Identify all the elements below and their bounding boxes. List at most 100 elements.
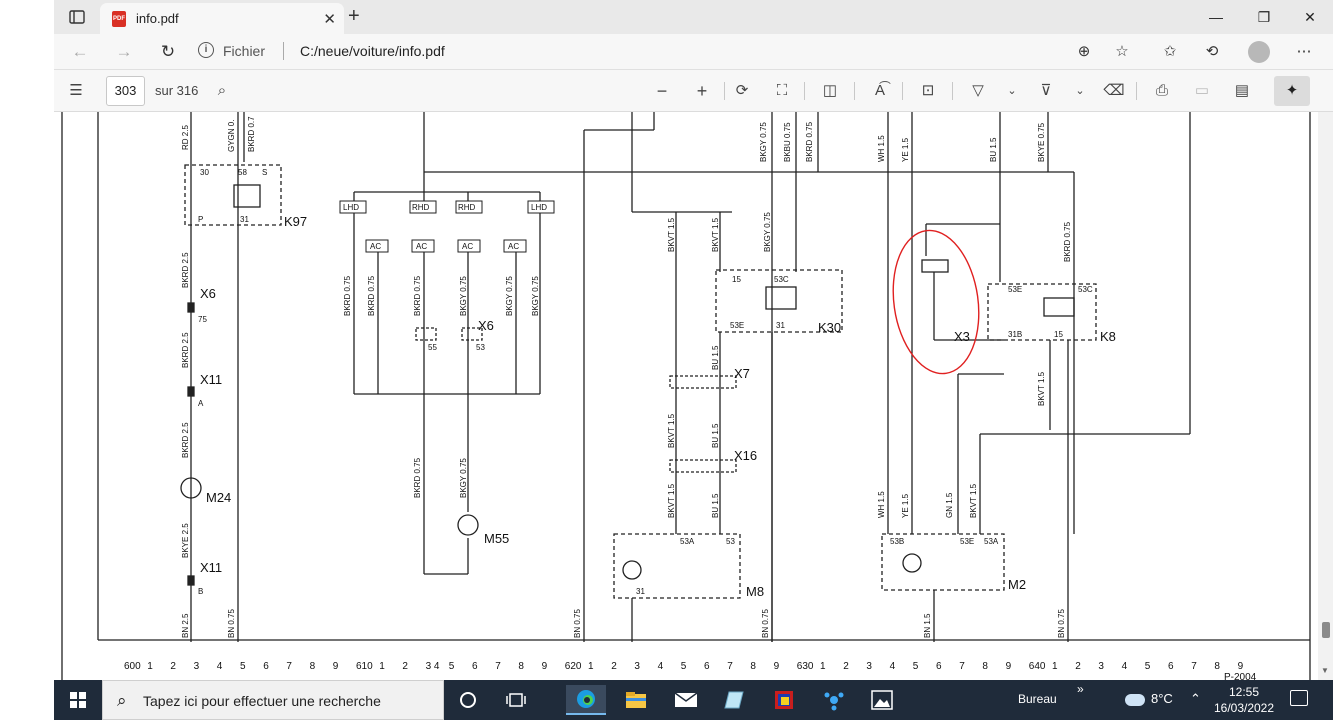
start-button[interactable] [54,680,102,720]
rotate-icon[interactable]: ⟳ [735,82,749,99]
save-as-icon[interactable]: ▤ [1234,82,1250,99]
forward-icon[interactable]: → [115,42,133,61]
url-separator [283,42,284,60]
wire-ye15: YE 1.5 [901,493,910,518]
new-tab-icon[interactable]: + [348,5,360,27]
zoom-in-icon[interactable]: + [696,81,708,101]
tab-info-pdf[interactable]: PDF info.pdf ✕ [100,3,344,34]
profile-avatar[interactable] [1248,41,1270,63]
wire-bkrd-top: BKRD 0.7 [247,116,256,152]
tab-actions-icon[interactable] [66,7,88,27]
minimize-icon[interactable]: — [1209,9,1223,25]
ruler-tick-label: 2 [843,661,849,672]
photo-app-icon[interactable] [764,685,804,715]
pin-k97-p: P [198,215,203,224]
page-code: P-2004 [1224,672,1257,680]
info-icon[interactable]: i [198,42,214,58]
page-number-input[interactable]: 303 [106,76,145,106]
page-total-label: sur 316 [155,83,199,98]
network-tool-icon[interactable] [814,685,854,715]
desktop-edge [0,0,54,720]
chevron-down-icon[interactable]: ⌄ [1075,85,1085,97]
text-box-icon[interactable]: ⊡ [921,82,935,99]
ruler-tick-label: 8 [982,661,988,672]
task-view-icon[interactable] [496,685,536,715]
show-hidden-icons-icon[interactable]: ⌃ [1190,691,1201,706]
pin-k30-53e: 53E [730,321,744,330]
wire-bkvt15-a: BKVT 1.5 [667,217,676,252]
zoom-icon[interactable]: ⊕ [1077,43,1091,60]
pin-x6m-53: 53 [476,343,485,352]
scrollbar-thumb[interactable] [1322,622,1330,638]
pin-toolbar-icon[interactable]: ✦ [1274,76,1310,106]
ruler-tick-label: 8 [518,661,524,672]
weather-widget[interactable]: 8°C [1125,691,1173,706]
vertical-scrollbar[interactable]: ▼ [1318,112,1333,680]
chevron-right-icon[interactable]: » [1077,682,1084,696]
cloud-icon [1125,693,1145,706]
pin-k97-58: 58 [238,168,247,177]
taskbar-search-input[interactable]: ⌕ Tapez ici pour effectuer une recherche [102,680,444,720]
restore-icon[interactable]: ❐ [1257,9,1271,25]
save-icon[interactable]: ▭ [1194,82,1210,99]
favorites-icon[interactable]: ✩ [1163,43,1177,60]
cortana-icon[interactable] [448,685,488,715]
page-view-icon[interactable]: ◫ [822,82,838,99]
pin-k8-15: 15 [1054,330,1063,339]
highlight-icon[interactable]: ⊽ [1040,82,1052,99]
windows-logo-icon [70,692,86,708]
edge-icon[interactable] [566,685,606,715]
label-k30: K30 [818,320,841,335]
chevron-down-icon[interactable]: ⌄ [1007,85,1017,97]
box-lhd-right: LHD [531,203,547,212]
notification-icon[interactable] [1290,690,1308,706]
back-icon[interactable]: ← [71,42,89,61]
wire-bkgy075-c: BKGY 0.75 [531,276,540,316]
wire-bu15-a: BU 1.5 [711,345,720,370]
close-window-icon[interactable]: ✕ [1304,9,1316,25]
refresh-icon[interactable]: ↻ [160,42,176,61]
ruler-tick-label: 9 [333,661,339,672]
scroll-down-icon[interactable]: ▼ [1321,666,1329,675]
box-lhd-left: LHD [343,203,359,212]
desktop-toolbar-label[interactable]: Bureau [1018,692,1057,706]
url-field[interactable]: i Fichier C:/neue/voiture/info.pdf [194,39,1124,65]
ruler-tick-label: 610 [356,661,373,672]
wire-bkgy075-d: BKGY 0.75 [459,458,468,498]
image-viewer-icon[interactable] [862,685,902,715]
label-m24: M24 [206,490,231,505]
table-of-contents-icon[interactable]: ☰ [69,82,83,99]
read-aloud-icon[interactable]: A͡ [874,82,885,99]
mail-icon[interactable] [666,685,706,715]
search-icon[interactable]: ⌕ [217,82,227,99]
print-icon[interactable]: ⎙ [1155,82,1168,99]
notes-app-icon[interactable] [714,685,754,715]
ruler-tick-label: 620 [565,661,582,672]
clock-time: 12:55 [1228,685,1260,699]
file-explorer-icon[interactable] [616,685,656,715]
label-x6-mid: X6 [478,318,494,333]
zoom-out-icon[interactable]: − [656,81,668,101]
eraser-icon[interactable]: ⌫ [1103,82,1125,99]
ruler-tick-label: 3 [634,661,640,672]
wiring-diagram: K97 X6 X11 M24 X11 X6 M55 X7 X16 M8 K30 … [61,112,1311,680]
add-favorite-icon[interactable]: ☆ [1115,43,1129,60]
fit-page-icon[interactable]: ⛶ [776,82,788,99]
ruler-tick-label: 4 [1122,661,1128,672]
wire-bkrd075-c: BKRD 0.75 [413,275,422,316]
wire-bkye075-top: BKYE 0.75 [1037,122,1046,162]
toolbar-separator [724,82,725,100]
more-options-icon[interactable]: ⋯ [1296,43,1312,60]
box-rhd-left: RHD [412,203,430,212]
address-bar: ← → ↻ i Fichier C:/neue/voiture/info.pdf… [54,34,1333,70]
pdf-viewer[interactable]: K97 X6 X11 M24 X11 X6 M55 X7 X16 M8 K30 … [54,112,1333,680]
toolbar-separator [854,82,855,100]
history-icon[interactable]: ⟲ [1205,43,1219,60]
draw-icon[interactable]: ▽ [972,82,984,99]
clock[interactable]: 12:55 16/03/2022 [1212,684,1276,716]
pin-k97-30: 30 [200,168,209,177]
tab-close-icon[interactable]: ✕ [323,11,336,28]
wire-bu15-b: BU 1.5 [711,423,720,448]
wire-bkvt15-b: BKVT 1.5 [711,217,720,252]
toolbar-separator [902,82,903,100]
